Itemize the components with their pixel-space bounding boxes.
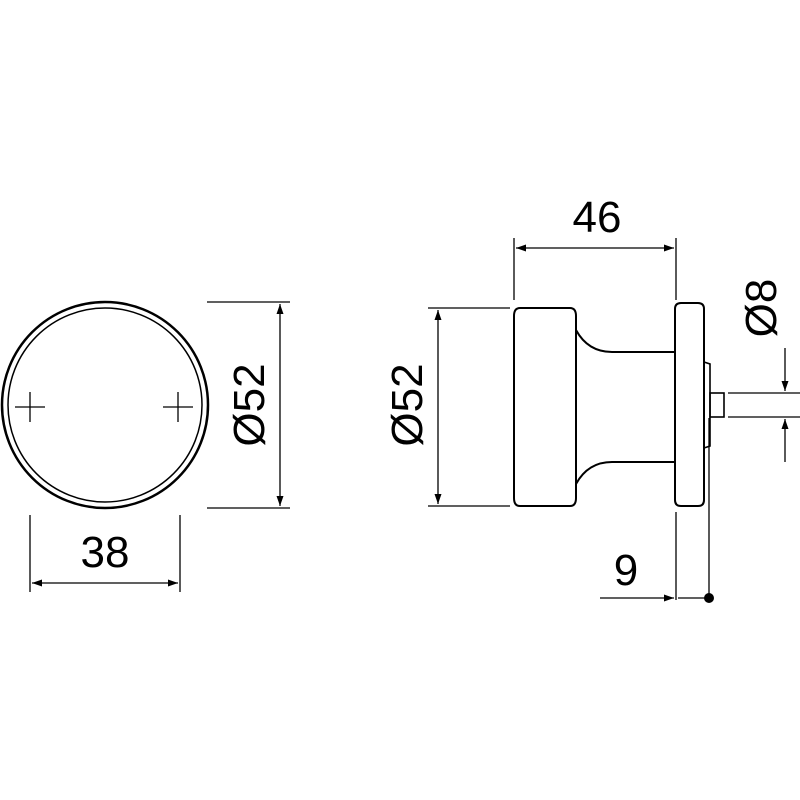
knob-outer-circle [0,300,210,510]
front-diameter-label: Ø52 [225,363,274,446]
knob-head [513,307,577,507]
dim-rose-offset [600,418,710,602]
side-length-label: 46 [573,193,622,242]
side-diameter-label: Ø52 [383,363,432,446]
knob-neck-lower [575,461,676,485]
front-width-label: 38 [81,528,130,577]
rose [674,302,705,507]
spindle-diameter-label: Ø8 [737,279,786,338]
front-view: Ø52 38 [0,300,290,592]
knob-inner-circle [7,307,203,503]
spindle [709,392,725,418]
dim-side-length [513,238,677,300]
dim-front-width [29,515,181,592]
dim-side-diameter [428,307,510,507]
offset-datum-dot [704,593,714,603]
dim-front-diameter [207,301,290,509]
dim-spindle-diameter [728,348,800,462]
screw-mark-left [15,392,45,422]
screw-mark-right [163,392,193,422]
rose-offset-label: 9 [614,546,638,595]
knob-neck [575,329,676,353]
side-view: 46 Ø52 Ø8 9 [383,193,800,603]
